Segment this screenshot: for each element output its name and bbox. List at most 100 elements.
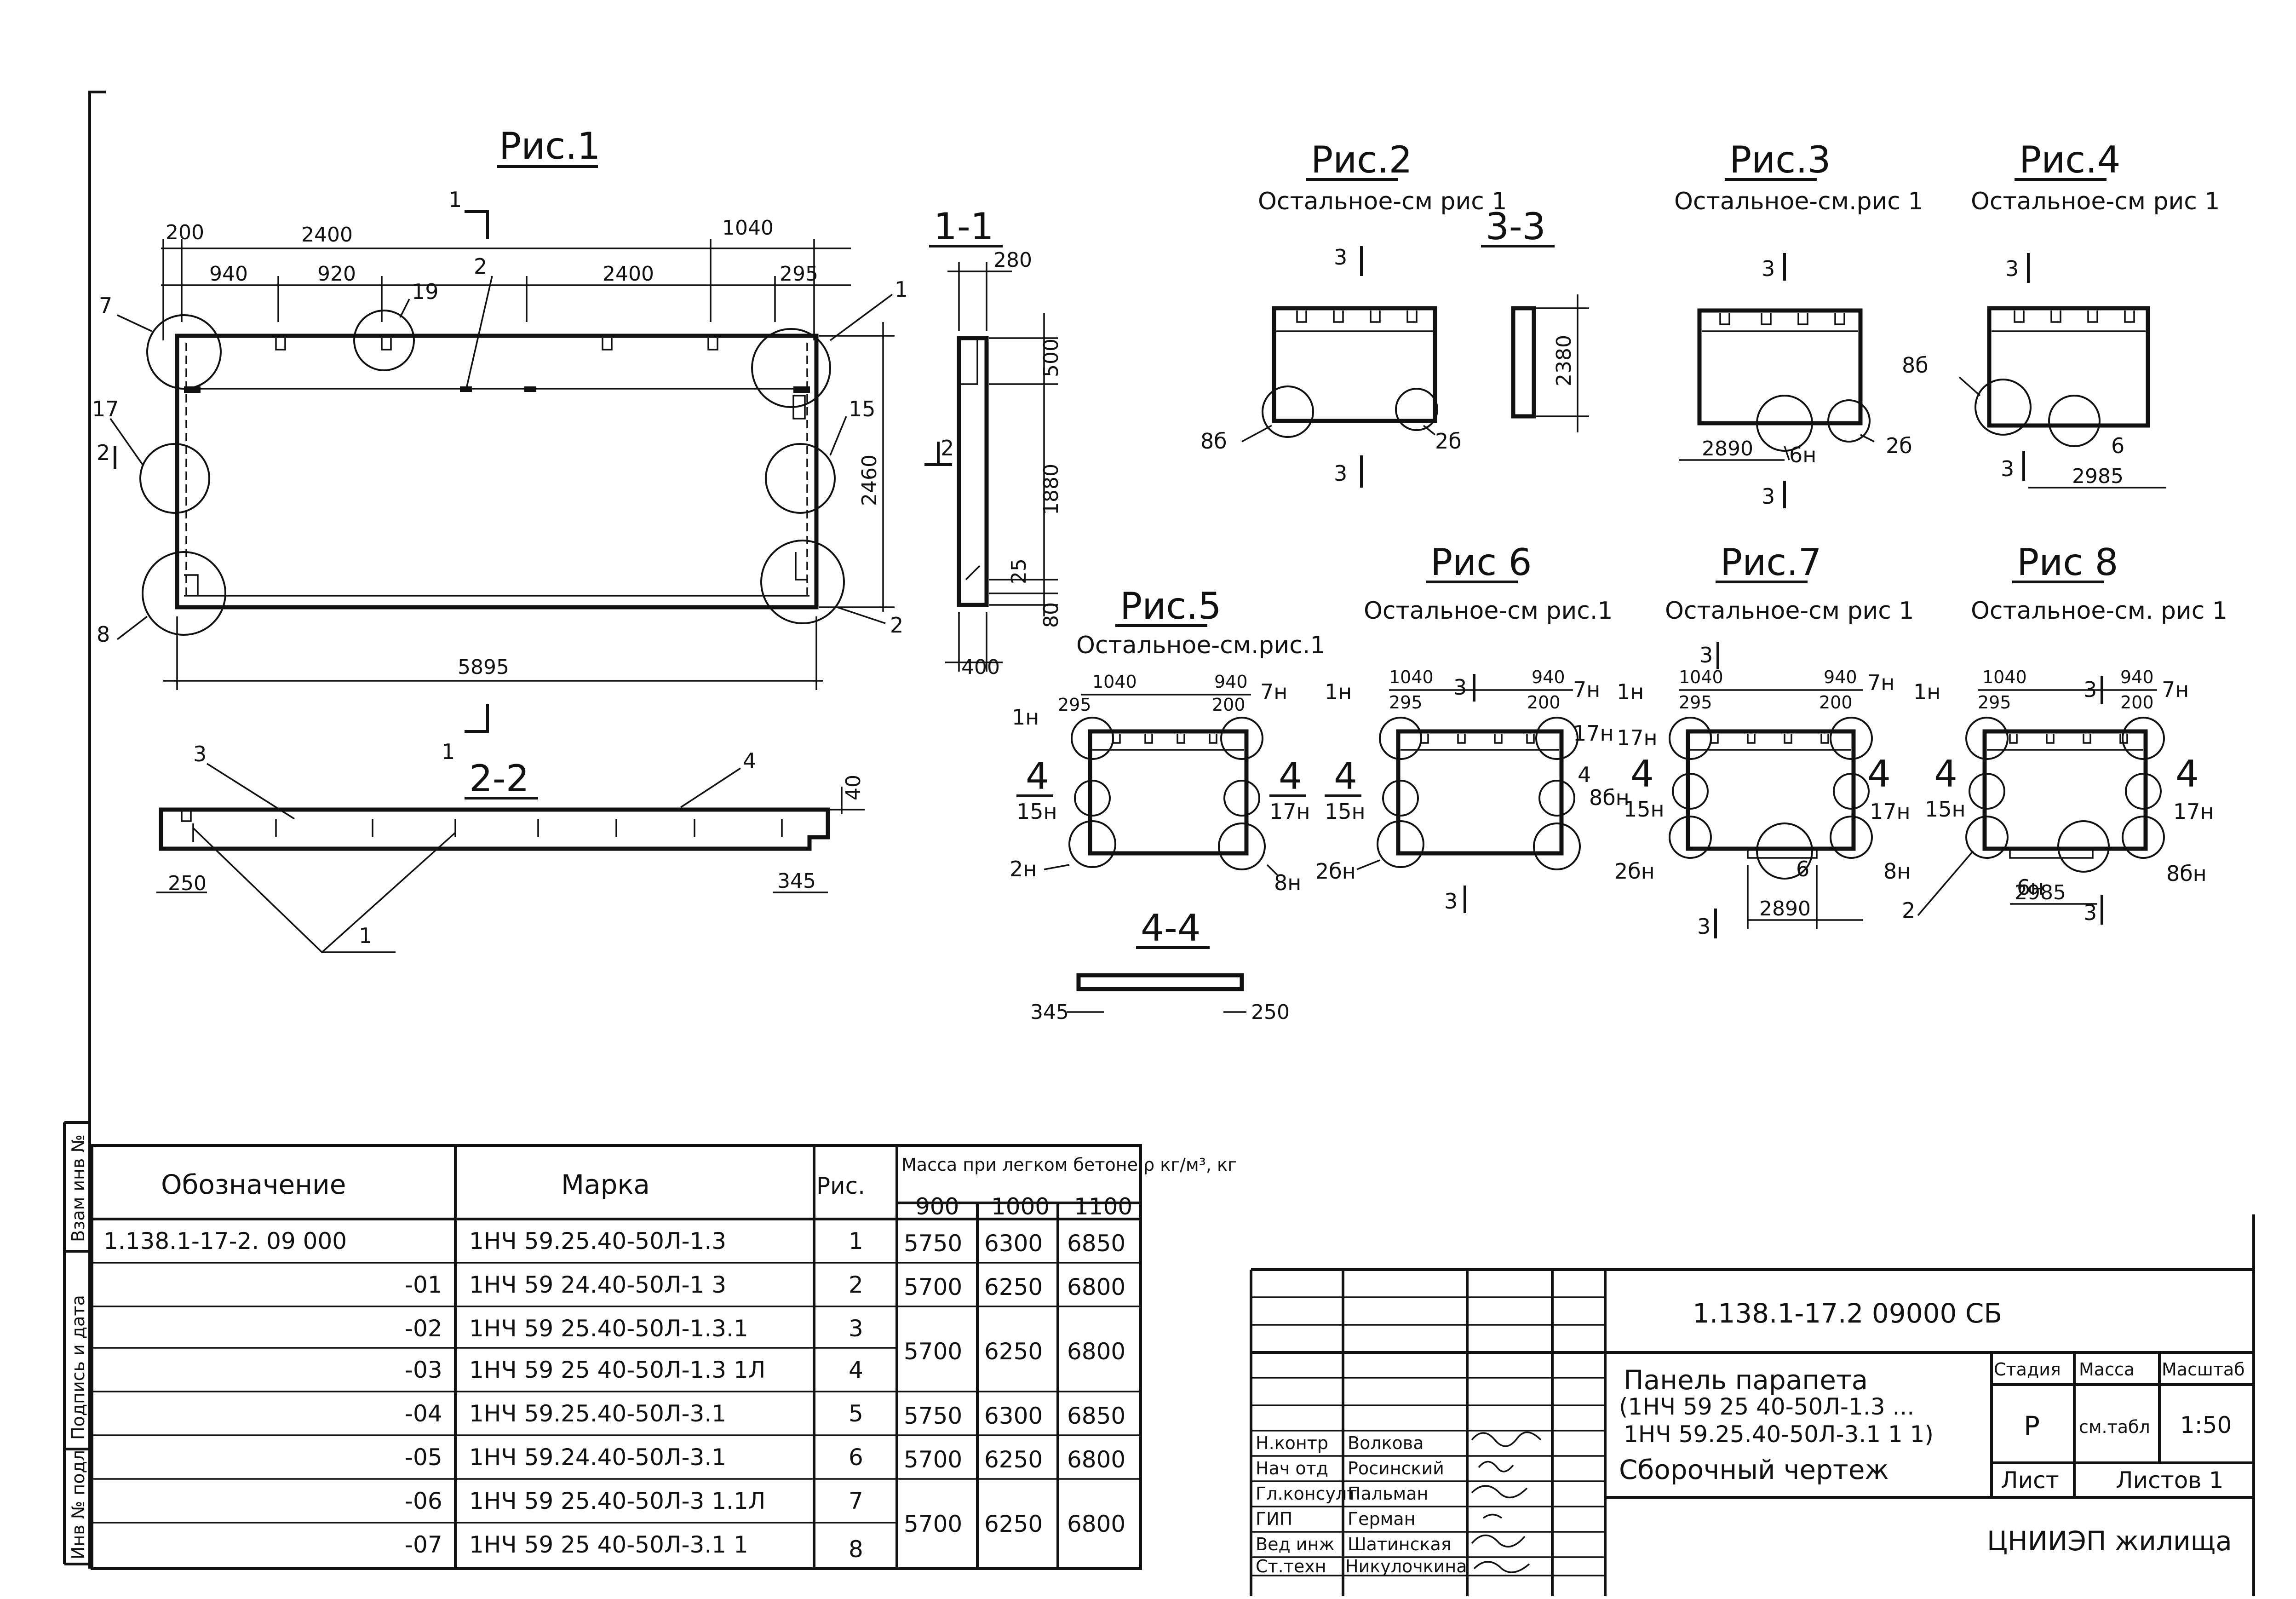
sec11-dim-1880: 1880 <box>1039 464 1063 515</box>
fig2-cut-bottom: 3 <box>1334 461 1347 486</box>
signatures <box>1471 1431 1542 1573</box>
fig3-panel-outline <box>1697 308 1863 426</box>
fig6-note: Остальное-см рис.1 <box>1364 597 1613 625</box>
fig7-dim-940: 940 <box>1824 667 1857 687</box>
section-4-4: 4-4 345 250 <box>1030 907 1290 1024</box>
title-line-4: Сборочный чертеж <box>1619 1454 1889 1485</box>
sec11-dim-400: 400 <box>961 656 1000 679</box>
fig1: Рис.1 200 2400 1040 9 <box>92 125 954 764</box>
fig1-node-19-circle <box>353 310 415 371</box>
fig8-dim-200: 200 <box>2120 692 2154 713</box>
fig8-cut-4-right: 4 <box>2175 753 2199 795</box>
fig5-callout-2n: 2н <box>1010 857 1037 881</box>
fig6-title: Рис 6 <box>1430 541 1532 584</box>
name-3: Пальман <box>1348 1484 1428 1504</box>
fig1-callout-2-top: 2 <box>474 254 487 279</box>
name-1: Волкова <box>1348 1433 1424 1453</box>
title-line-3: 1НЧ 59.25.40-50Л-3.1 1 1) <box>1624 1421 1934 1448</box>
side-stamp: Взам инв № Подпись и дата Инв № подл <box>68 1134 88 1559</box>
fig7-callout-7n: 7н <box>1867 670 1894 695</box>
spec-row-5-designation: -04 <box>405 1400 442 1427</box>
fig2-cut-top: 3 <box>1334 245 1347 270</box>
fig7-cut-top: 3 <box>1699 643 1713 667</box>
spec-mass-g5-1000: 6250 <box>984 1446 1043 1473</box>
fig1-dim-5895: 5895 <box>458 656 509 679</box>
role-4: ГИП <box>1256 1509 1292 1529</box>
spec-header-mass-text: Масса при легком бетоне ρ кг/м³, кг <box>901 1155 1237 1175</box>
fig2-note: Остальное-см рис 1 <box>1258 188 1507 215</box>
fig1-dim-2460: 2460 <box>858 454 881 506</box>
spec-row-1-fig: 1 <box>849 1228 863 1254</box>
fig3-dim-2890: 2890 <box>1702 437 1753 460</box>
fig8-callout-17n: 17н <box>2173 799 2214 824</box>
title-scale-value: 1:50 <box>2180 1412 2232 1438</box>
fig1-callout-1: 1 <box>895 277 908 302</box>
spec-row-7-mark: 1НЧ 59 25.40-50Л-3 1.1Л <box>469 1488 765 1514</box>
spec-row-3-designation: -02 <box>405 1315 442 1342</box>
sec22-callout-3: 3 <box>193 742 207 766</box>
fig8-title: Рис 8 <box>2017 541 2118 584</box>
title-org: ЦНИИЭП жилища <box>1987 1525 2232 1557</box>
spec-mass-g4-900: 5750 <box>904 1403 962 1429</box>
fig1-node-15-circle <box>765 443 836 514</box>
spec-row-7-designation: -06 <box>405 1488 442 1514</box>
spec-mass-g2-900: 5700 <box>904 1274 962 1300</box>
sec33-title: 3-3 <box>1486 205 1546 248</box>
fig5-callout-15n: 15н <box>1016 799 1057 824</box>
fig7: Рис.7 Остальное-см рис 1 1040 295 940 20… <box>1614 541 1914 939</box>
sec44-title: 4-4 <box>1141 907 1201 949</box>
fig2: Рис.2 Остальное-см рис 1 3 3 8б 2б <box>1200 138 1507 488</box>
fig6-dim-200: 200 <box>1527 692 1561 713</box>
fig6-callout-17n: 17н <box>1573 721 1614 746</box>
spec-mass-g1-1100: 6850 <box>1067 1230 1125 1257</box>
fig1-dim-2400b: 2400 <box>603 262 654 286</box>
fig1-title: Рис.1 <box>499 125 601 167</box>
title-mass-value: см.табл <box>2079 1417 2150 1437</box>
fig5-dim-200: 200 <box>1212 695 1246 715</box>
spec-mass-g4-1000: 6300 <box>984 1403 1043 1429</box>
sec22-dim-345: 345 <box>777 869 816 893</box>
fig5-callout-7n: 7н <box>1260 679 1287 704</box>
fig5: Рис.5 Остальное-см.рис.1 1040 295 940 20… <box>1010 585 1325 895</box>
spec-mass-g2-1000: 6250 <box>984 1274 1043 1300</box>
fig5-dim-295: 295 <box>1058 695 1091 715</box>
side-label-inv: Инв № подл <box>68 1450 88 1559</box>
title-sheets-label: Листов 1 <box>2116 1467 2223 1494</box>
spec-row-3-fig: 3 <box>849 1315 863 1342</box>
fig6-callout-2bn: 2бн <box>1315 859 1356 884</box>
fig3-note: Остальное-см.рис 1 <box>1674 188 1923 215</box>
fig8-dim-940: 940 <box>2120 667 2154 687</box>
fig6-callout-15n: 15н <box>1325 799 1366 824</box>
sec44-dim-250: 250 <box>1251 1001 1290 1024</box>
fig8-callout-6n: 6н <box>2017 875 2044 900</box>
section-1-1: 1-1 280 500 1880 25 80 400 <box>929 205 1063 679</box>
sec11-dim-25: 25 <box>1007 558 1031 584</box>
fig4-panel-outline <box>1987 306 2150 428</box>
fig1-panel-outline <box>175 334 819 610</box>
fig7-dim-295: 295 <box>1679 692 1712 713</box>
fig8-cut-top: 3 <box>2084 677 2097 702</box>
spec-row-2-mark: 1НЧ 59 24.40-50Л-1 3 <box>469 1271 726 1298</box>
name-4: Герман <box>1348 1509 1415 1529</box>
fig8-callout-7n: 7н <box>2162 677 2189 702</box>
fig6-callout-8bn: 8бн <box>1589 785 1630 810</box>
fig5-callout-17n: 17н <box>1269 799 1310 824</box>
fig4: Рис.4 Остальное-см рис 1 3 3 8б 2985 6 <box>1902 138 2220 489</box>
fig1-callout-8: 8 <box>97 622 110 647</box>
spec-row-5-fig: 5 <box>849 1400 863 1427</box>
spec-table-grid <box>91 1144 1142 1570</box>
fig8: Рис 8 Остальное-см. рис 1 1040 295 940 2… <box>1902 541 2227 925</box>
fig6-cut-top: 3 <box>1453 675 1467 700</box>
spec-table: Обозначение Марка Рис. Масса при легком … <box>91 1144 1237 1570</box>
fig1-node-1-circle <box>751 328 831 408</box>
fig2-title: Рис.2 <box>1311 138 1412 181</box>
spec-density-1000: 1000 <box>991 1193 1050 1220</box>
side-label-sign-date: Подпись и дата <box>68 1295 88 1440</box>
name-2: Росинский <box>1348 1458 1444 1478</box>
fig4-cut-bottom: 3 <box>2001 456 2014 481</box>
fig6-dim-295: 295 <box>1389 692 1423 713</box>
title-block: 1.138.1-17.2 09000 СБ Панель парапета (1… <box>1250 1214 2255 1596</box>
title-line-2: (1НЧ 59 25 40-50Л-1.3 ... <box>1619 1393 1914 1420</box>
fig4-callout-8b: 8б <box>1902 353 1929 378</box>
fig4-title: Рис.4 <box>2019 138 2121 181</box>
